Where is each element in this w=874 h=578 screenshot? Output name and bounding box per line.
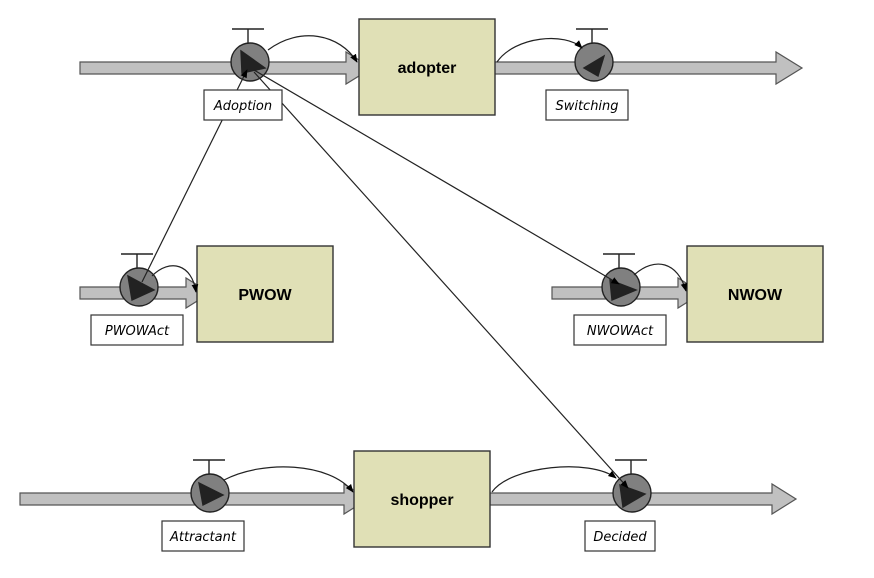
- flow-label-attractant-text: Attractant: [169, 530, 237, 545]
- switching-connector-arc: [496, 37, 583, 63]
- pwowact-valve-icon[interactable]: [119, 253, 159, 307]
- stock-pwow-label: PWOW: [238, 287, 292, 304]
- stock-shopper-label: shopper: [390, 492, 453, 509]
- adoption-pipe: [79, 50, 374, 86]
- flow-label-switching-text: Switching: [555, 99, 618, 114]
- link-adoption-to-nwowact: [253, 69, 620, 285]
- adoption-connector-arc: [267, 35, 358, 63]
- decided-valve-icon[interactable]: [612, 459, 652, 513]
- flow-label-nwowact-text: NWOWAct: [587, 324, 654, 339]
- nwowact-connector-arc: [633, 263, 688, 292]
- stock-nwow[interactable]: NWOW: [686, 245, 824, 343]
- stock-pwow[interactable]: PWOW: [196, 245, 334, 343]
- flow-label-attractant[interactable]: Attractant: [161, 520, 245, 552]
- flow-label-adoption-text: Adoption: [213, 99, 272, 114]
- flow-label-pwowact-text: PWOWAct: [105, 324, 170, 339]
- flow-label-switching[interactable]: Switching: [545, 89, 629, 121]
- link-adoption-to-decided: [253, 71, 629, 489]
- adoption-valve-icon[interactable]: [230, 28, 270, 82]
- stock-nwow-label: NWOW: [728, 287, 783, 304]
- pwowact-connector-arc: [151, 265, 199, 293]
- decided-connector-arc: [491, 466, 617, 493]
- attractant-connector-arc: [223, 466, 354, 493]
- flow-label-pwowact[interactable]: PWOWAct: [90, 314, 184, 346]
- flow-label-decided-text: Decided: [593, 530, 647, 545]
- switching-valve-icon[interactable]: [574, 28, 614, 82]
- attractant-valve-icon[interactable]: [190, 459, 230, 513]
- flow-label-adoption[interactable]: Adoption: [203, 89, 283, 121]
- flow-label-nwowact[interactable]: NWOWAct: [573, 314, 667, 346]
- flow-label-decided[interactable]: Decided: [584, 520, 656, 552]
- stock-shopper[interactable]: shopper: [353, 450, 491, 548]
- nwowact-valve-icon[interactable]: [601, 253, 641, 307]
- stock-adopter[interactable]: adopter: [358, 18, 496, 116]
- switching-pipe: [493, 50, 804, 86]
- stock-adopter-label: adopter: [398, 60, 457, 77]
